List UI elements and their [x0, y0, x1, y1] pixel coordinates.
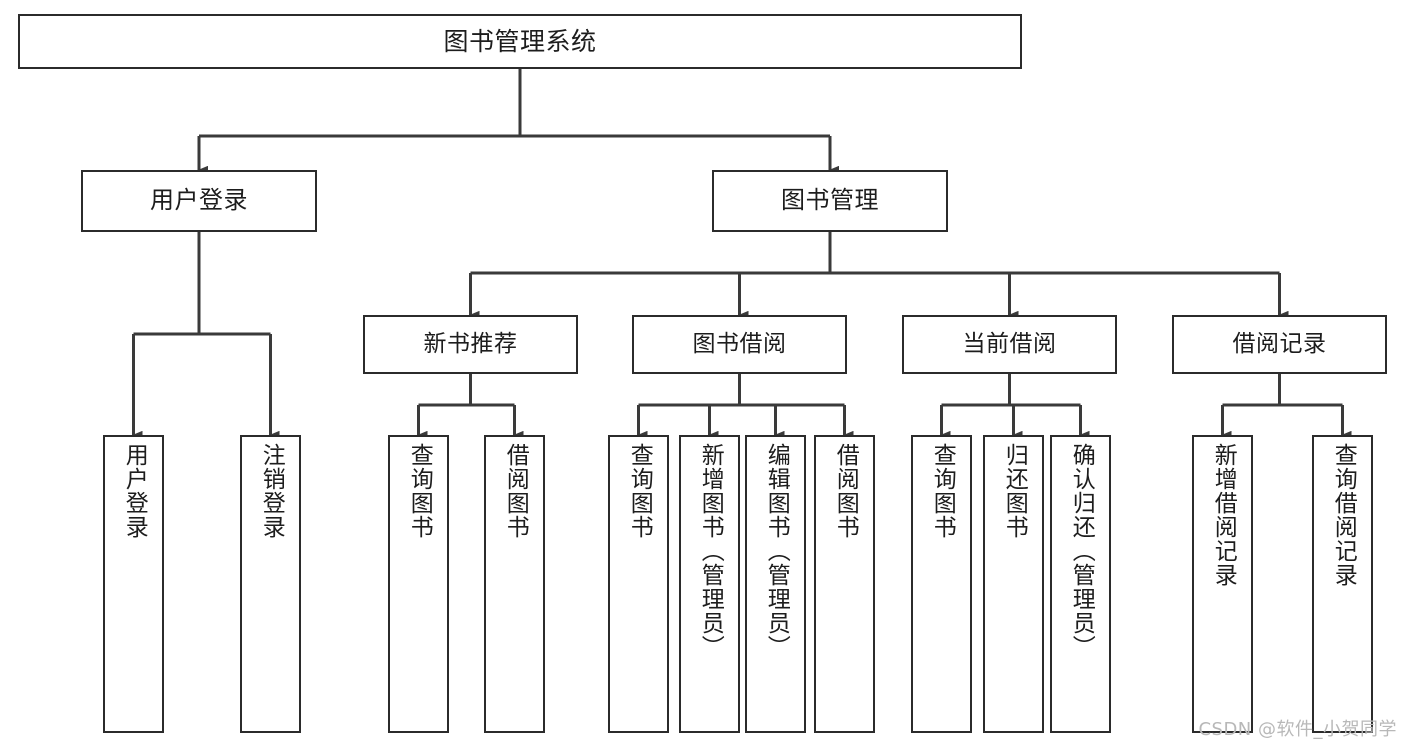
- node-leaf-query-book-2[interactable]: 查询图书: [608, 435, 669, 733]
- node-leaf-return-book[interactable]: 归还图书: [983, 435, 1044, 733]
- node-book-manage-label: 图书管理: [781, 186, 879, 215]
- node-root[interactable]: 图书管理系统: [18, 14, 1022, 69]
- node-leaf-add-record-label: 新增借阅记录: [1210, 443, 1237, 587]
- node-leaf-borrow-book-1-label: 借阅图书: [502, 443, 529, 539]
- node-leaf-confirm-return-label: 确认归还（管理员）: [1068, 443, 1095, 659]
- node-book-borrow[interactable]: 图书借阅: [632, 315, 847, 374]
- node-leaf-query-book-1[interactable]: 查询图书: [388, 435, 449, 733]
- node-leaf-add-book-label: 新增图书（管理员）: [697, 443, 724, 659]
- edge-group: [132, 69, 1352, 440]
- node-root-label: 图书管理系统: [443, 27, 597, 56]
- node-leaf-logout-label: 注销登录: [258, 443, 285, 539]
- node-leaf-query-book-2-label: 查询图书: [626, 443, 653, 539]
- node-leaf-borrow-book-2-label: 借阅图书: [832, 443, 859, 539]
- node-new-book-rec[interactable]: 新书推荐: [363, 315, 578, 374]
- node-new-book-rec-label: 新书推荐: [423, 331, 518, 358]
- node-borrow-record[interactable]: 借阅记录: [1172, 315, 1387, 374]
- node-leaf-logout[interactable]: 注销登录: [240, 435, 301, 733]
- node-leaf-add-book[interactable]: 新增图书（管理员）: [679, 435, 740, 733]
- node-leaf-query-book-3-label: 查询图书: [929, 443, 956, 539]
- node-leaf-query-record-label: 查询借阅记录: [1330, 443, 1357, 587]
- node-book-borrow-label: 图书借阅: [692, 331, 787, 358]
- node-leaf-edit-book[interactable]: 编辑图书（管理员）: [745, 435, 806, 733]
- watermark: CSDN @软件_小贺同学: [1198, 719, 1397, 740]
- node-leaf-query-record[interactable]: 查询借阅记录: [1312, 435, 1373, 733]
- node-current-borrow-label: 当前借阅: [962, 331, 1057, 358]
- node-user-login[interactable]: 用户登录: [81, 170, 317, 232]
- node-leaf-borrow-book-1[interactable]: 借阅图书: [484, 435, 545, 733]
- node-borrow-record-label: 借阅记录: [1232, 331, 1327, 358]
- node-leaf-user-login[interactable]: 用户登录: [103, 435, 164, 733]
- node-leaf-edit-book-label: 编辑图书（管理员）: [763, 443, 790, 659]
- node-book-manage[interactable]: 图书管理: [712, 170, 948, 232]
- node-leaf-borrow-book-2[interactable]: 借阅图书: [814, 435, 875, 733]
- node-current-borrow[interactable]: 当前借阅: [902, 315, 1117, 374]
- node-leaf-user-login-label: 用户登录: [121, 443, 148, 539]
- node-leaf-query-book-3[interactable]: 查询图书: [911, 435, 972, 733]
- node-user-login-label: 用户登录: [150, 186, 248, 215]
- node-leaf-return-book-label: 归还图书: [1001, 443, 1028, 539]
- node-leaf-confirm-return[interactable]: 确认归还（管理员）: [1050, 435, 1111, 733]
- node-leaf-query-book-1-label: 查询图书: [406, 443, 433, 539]
- node-leaf-add-record[interactable]: 新增借阅记录: [1192, 435, 1253, 733]
